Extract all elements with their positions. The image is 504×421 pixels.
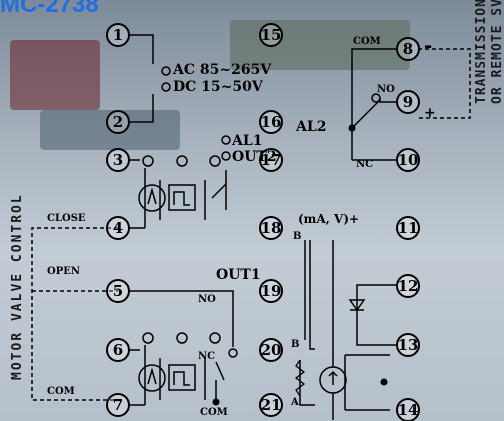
input-b-top-label: B	[293, 231, 302, 242]
terminal-dot	[142, 155, 154, 167]
terminal-7: 7	[106, 393, 130, 417]
terminal-9: 9	[396, 90, 420, 114]
background-display-panel	[10, 40, 100, 110]
input-ma-v-label: (mA, V)+	[298, 212, 360, 226]
rtd-resistor-icon	[294, 359, 306, 397]
out-dot	[221, 135, 231, 145]
current-source-icon	[138, 184, 166, 212]
terminal-16: 16	[259, 110, 283, 134]
al2-label: AL2	[296, 119, 327, 135]
terminal-10: 10	[396, 148, 420, 172]
out1-dot	[228, 348, 238, 358]
model-title: MC-2738	[0, 0, 99, 18]
terminal-17: 17	[259, 148, 283, 172]
valve-open-label: OPEN	[47, 266, 80, 277]
transmission-label: TRANSMISSION	[474, 0, 489, 104]
out2-label: OUT2	[232, 149, 277, 165]
terminal-11: 11	[396, 216, 420, 240]
terminal-13: 13	[396, 333, 420, 357]
input-b-mid-label: B	[291, 339, 300, 350]
current-source-icon	[138, 364, 166, 392]
valve-com-label: COM	[47, 386, 75, 397]
power-dot	[161, 82, 171, 92]
terminal-5: 5	[106, 279, 130, 303]
transmission-minus-label: -	[424, 33, 433, 57]
power-dot	[161, 66, 171, 76]
transmission-dashed-line	[418, 48, 471, 119]
terminal-12: 12	[396, 274, 420, 298]
transmission-plus-label: +	[424, 105, 436, 121]
terminal-18: 18	[259, 216, 283, 240]
out1-com-label: COM	[200, 407, 228, 418]
valve-dashed-line	[31, 227, 118, 401]
al2-nc-label: NC	[356, 159, 374, 170]
terminal-4: 4	[106, 216, 130, 240]
remote-sv-label: OR REMOTE SV	[490, 0, 504, 104]
al1-label: AL1	[232, 133, 263, 149]
al2-com-label: COM	[353, 36, 381, 47]
terminal-14: 14	[396, 398, 420, 421]
terminal-2: 2	[106, 110, 130, 134]
power-line-1	[130, 34, 154, 64]
terminal-8: 8	[396, 37, 420, 61]
power-line-2	[130, 94, 154, 123]
terminal-6: 6	[106, 338, 130, 362]
power-ac-label: AC 85~265V	[173, 62, 272, 78]
al2-no-label: NO	[377, 84, 395, 95]
diode-icon	[348, 299, 366, 312]
terminal-1: 1	[106, 23, 130, 47]
terminal-21: 21	[259, 393, 283, 417]
terminal-3: 3	[106, 148, 130, 172]
terminal-dot	[209, 155, 221, 167]
terminal-19: 19	[259, 279, 283, 303]
out1-nc-label: NC	[198, 351, 216, 362]
terminal-dot	[176, 155, 188, 167]
out1-label: OUT1	[216, 267, 261, 283]
valve-close-label: CLOSE	[47, 213, 86, 224]
terminal-15: 15	[259, 23, 283, 47]
terminal-20: 20	[259, 338, 283, 362]
power-dc-label: DC 15~50V	[173, 79, 263, 95]
motor-valve-control-label: MOTOR VALVE CONTROL	[10, 193, 25, 380]
out1-no-label: NO	[198, 294, 216, 305]
input-a-label: A	[291, 397, 299, 408]
out-dot	[221, 151, 231, 161]
